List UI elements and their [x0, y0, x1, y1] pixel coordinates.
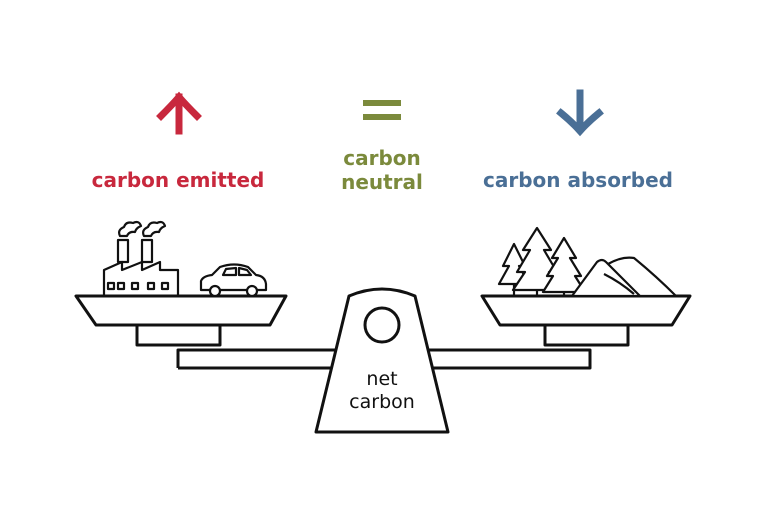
factory-icon [102, 220, 180, 298]
equals-icon [363, 100, 401, 120]
arrow-down-icon [556, 89, 604, 137]
car-icon [199, 263, 268, 298]
arrow-up-icon [156, 91, 202, 135]
mountains-icon [570, 256, 678, 298]
carbon-absorbed-label: carbon absorbed [483, 168, 673, 192]
carbon-neutral-label: carbon neutral [341, 146, 423, 194]
pine-trees-icon [497, 226, 587, 296]
carbon-emitted-label: carbon emitted [91, 168, 265, 192]
balance-scale [74, 287, 692, 434]
net-carbon-label: net carbon [349, 368, 415, 413]
